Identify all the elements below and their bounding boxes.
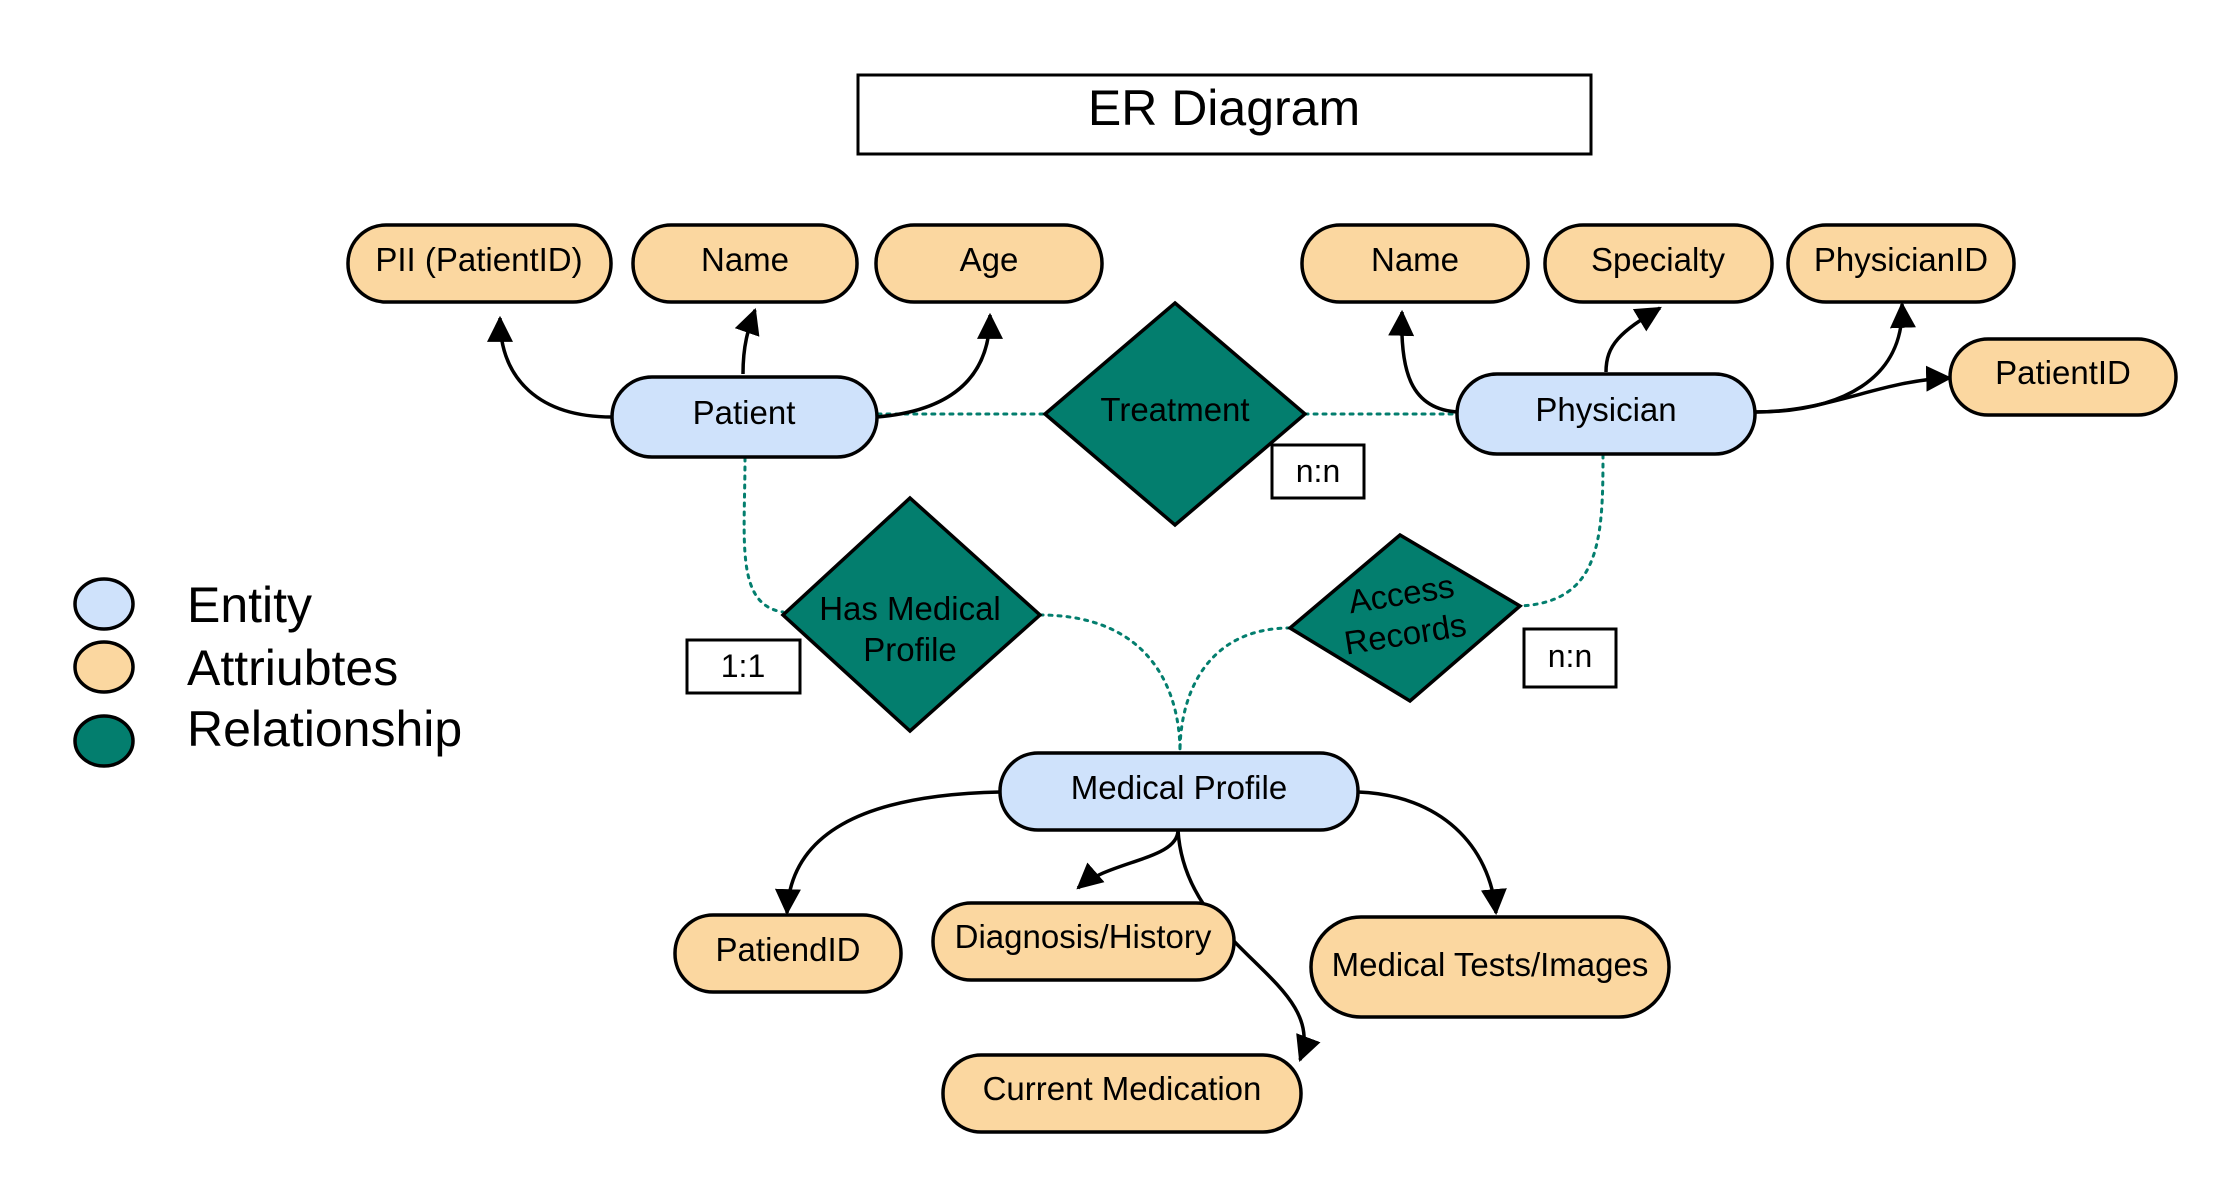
connector-access-medprofile [1178, 626, 1292, 754]
attribute-physician-name: Name [1300, 223, 1530, 304]
entity-physician: Physician [1455, 372, 1757, 456]
attribute-physician-specialty: Specialty [1543, 223, 1774, 304]
attribute-medprofile-patiendid: PatiendID [673, 913, 903, 994]
entity-patient-label: Patient [693, 394, 796, 431]
attribute-medprofile-tests-label: Medical Tests/Images [1332, 946, 1649, 983]
attribute-physician-physicianid-label: PhysicianID [1814, 241, 1988, 278]
legend-attributes-label: Attriubtes [187, 640, 398, 696]
legend-item-relationship: Relationship [73, 701, 462, 768]
legend-entity-swatch [73, 577, 135, 631]
attribute-physician-name-label: Name [1371, 241, 1459, 278]
arrow-medprofile-current-medication [1176, 829, 1321, 1063]
attribute-medprofile-current-medication: Current Medication [941, 1053, 1303, 1134]
attribute-patient-pii: PII (PatientID) [346, 223, 613, 304]
arrow-patient-age [876, 312, 1003, 419]
cardinality-has-medical-profile-text: 1:1 [721, 648, 765, 684]
attribute-patient-name-label: Name [701, 241, 789, 278]
attribute-patient-name: Name [631, 223, 859, 304]
attribute-medprofile-current-medication-label: Current Medication [983, 1070, 1262, 1107]
arrow-patient-pii [487, 315, 613, 419]
entity-patient: Patient [610, 375, 879, 459]
cardinality-access-records: n:n [1522, 627, 1618, 689]
diagram-title-text: ER Diagram [1088, 80, 1360, 136]
arrow-physician-specialty [1604, 306, 1662, 373]
relationship-has-medical-profile-label-line1: Has Medical [819, 590, 1001, 627]
legend-item-attributes: Attriubtes [73, 640, 398, 696]
legend-attribute-swatch [73, 640, 135, 694]
arrow-medprofile-diagnosis [1076, 829, 1180, 890]
attribute-physician-patientid: PatientID [1948, 337, 2178, 417]
relationship-treatment-label: Treatment [1100, 391, 1249, 428]
relationship-has-medical-profile-label-line2: Profile [863, 631, 957, 668]
relationship-access-records: Access Records [1287, 532, 1523, 704]
legend-item-entity: Entity [73, 577, 312, 633]
arrow-physician-name [1388, 309, 1460, 414]
relationship-treatment: Treatment [1042, 300, 1308, 528]
attribute-medprofile-patiendid-label: PatiendID [716, 931, 861, 968]
legend-relationship-swatch [73, 714, 135, 768]
legend-relationship-label: Relationship [187, 701, 462, 757]
arrow-patient-name [734, 307, 760, 375]
cardinality-treatment-text: n:n [1296, 453, 1340, 489]
attribute-patient-pii-label: PII (PatientID) [375, 241, 582, 278]
cardinality-treatment: n:n [1270, 443, 1366, 500]
attribute-medprofile-diagnosis: Diagnosis/History [931, 901, 1236, 982]
cardinality-access-records-text: n:n [1548, 638, 1592, 674]
arrow-physician-patientid [1754, 365, 1953, 414]
entity-physician-label: Physician [1535, 391, 1676, 428]
arrow-physician-physicianid [1754, 301, 1916, 414]
arrow-medprofile-patiendid [774, 790, 1001, 916]
attribute-arrows [487, 301, 1953, 1063]
connector-hasprofile-medprofile [1038, 613, 1182, 754]
entity-medical-profile-label: Medical Profile [1071, 769, 1287, 806]
attribute-medprofile-tests: Medical Tests/Images [1309, 915, 1671, 1019]
attribute-physician-specialty-label: Specialty [1591, 241, 1725, 278]
attribute-patient-age-label: Age [960, 241, 1019, 278]
diagram-title: ER Diagram [856, 73, 1593, 156]
connector-physician-access [1518, 453, 1605, 608]
attribute-physician-patientid-label: PatientID [1995, 354, 2131, 391]
relationship-has-medical-profile: Has Medical Profile [780, 495, 1043, 734]
arrow-medprofile-tests [1357, 790, 1507, 916]
attribute-medprofile-diagnosis-label: Diagnosis/History [955, 918, 1212, 955]
attribute-patient-age: Age [874, 223, 1104, 304]
legend-entity-label: Entity [187, 577, 312, 633]
attribute-physician-physicianid: PhysicianID [1786, 223, 2016, 304]
connector-patient-hasprofile [742, 456, 785, 614]
entity-medical-profile: Medical Profile [998, 751, 1360, 832]
legend: Entity Attriubtes Relationship [73, 577, 462, 768]
cardinality-has-medical-profile: 1:1 [685, 638, 802, 695]
